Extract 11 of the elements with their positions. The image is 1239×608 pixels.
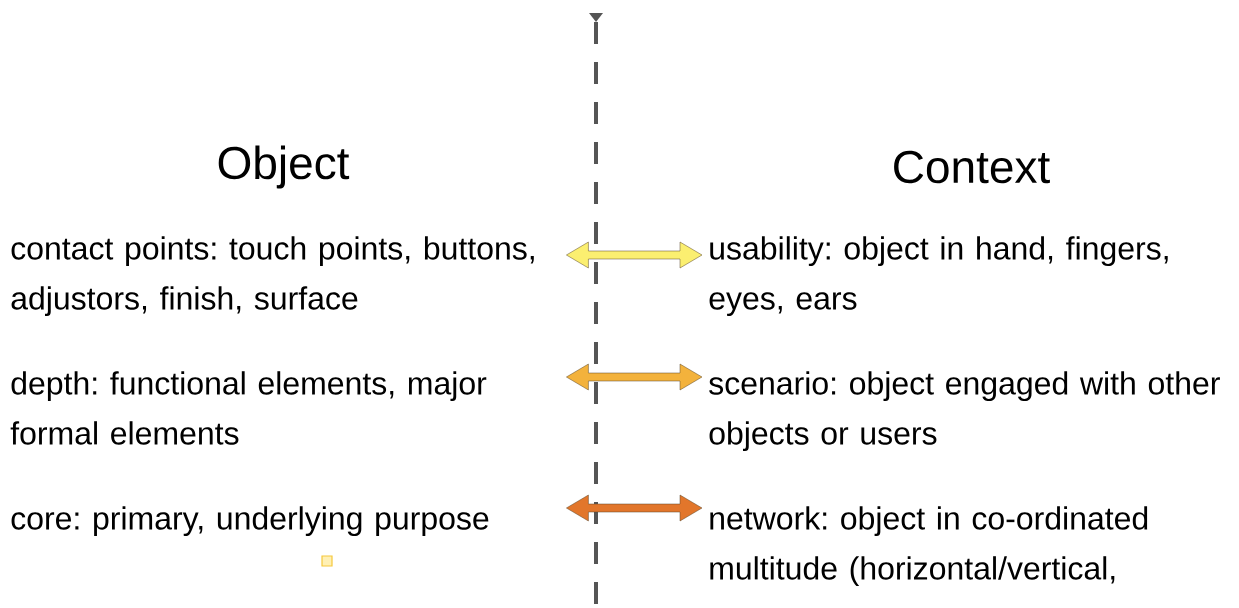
description-text: network: object in co-ordinated multitude (horizontal/vertical, [710,506,1148,586]
description-text: usability: object in hand, fingers, eyes, ears [709,236,1168,317]
description-text: core: primary, underlying purpose [11,506,489,537]
column-heading: Context [894,150,1050,184]
description-text: depth: functional elements, major formal elements [10,371,487,445]
description-text: scenario: object engaged with other objects or users [709,371,1220,452]
double-arrow [566,494,703,522]
double-arrow [566,241,703,269]
double-arrow [566,363,703,391]
description-text: contact points: touch points, buttons, adjustors, finish, surface [11,236,534,317]
column-heading: Object [218,145,350,189]
